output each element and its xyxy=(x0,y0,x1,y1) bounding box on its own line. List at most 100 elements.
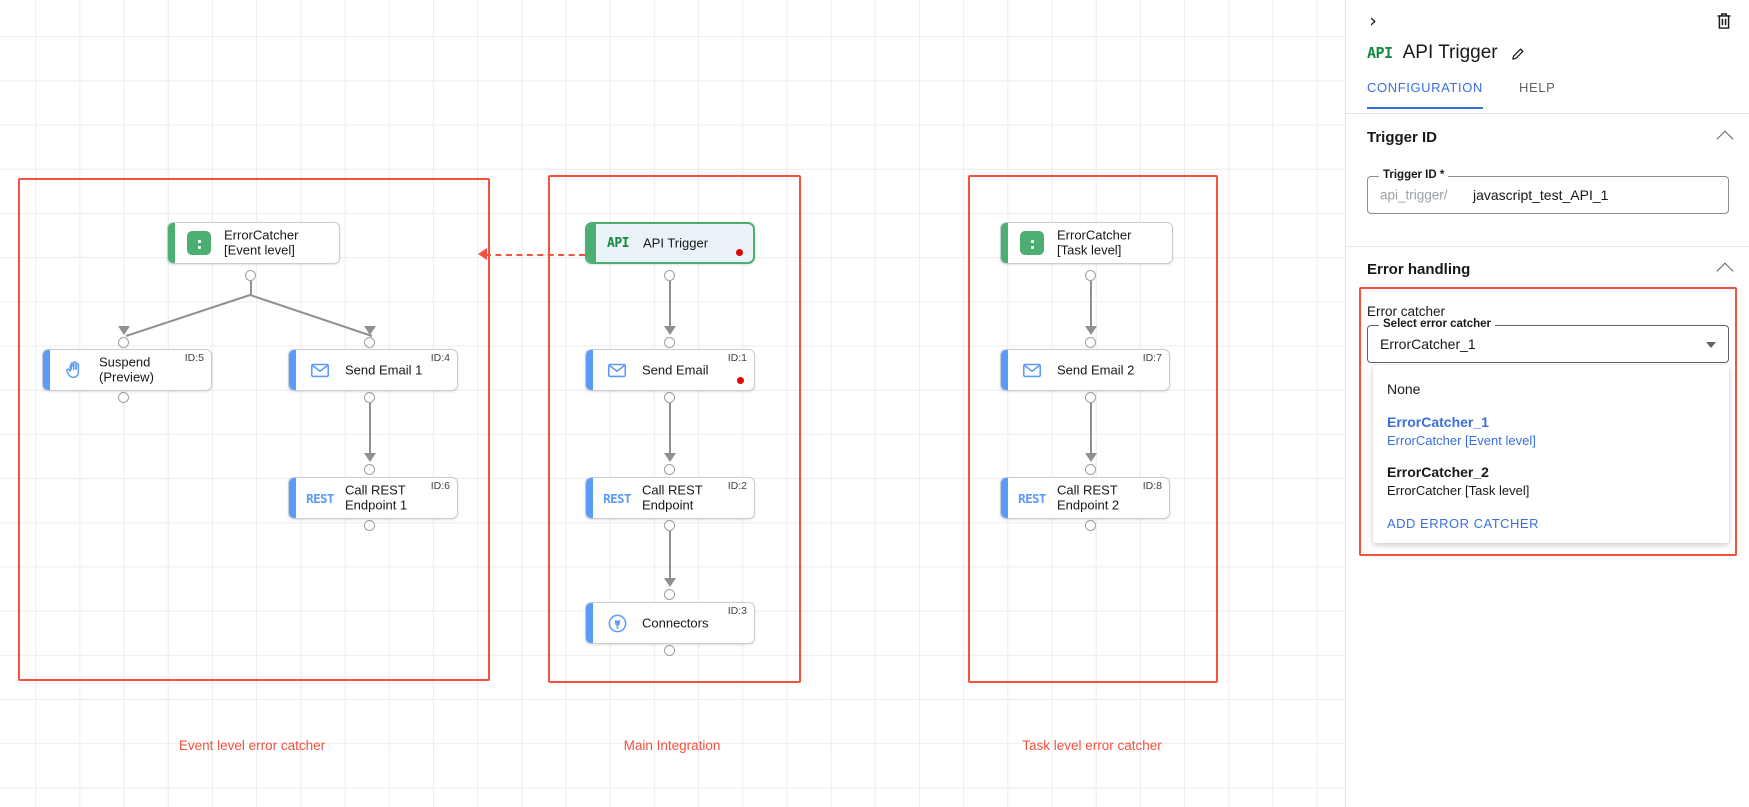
edge-email2-to-rest2 xyxy=(1090,403,1092,455)
trigger-id-field[interactable]: Trigger ID * api_trigger/ javascript_tes… xyxy=(1367,169,1729,214)
page-title: API Trigger xyxy=(1402,42,1498,63)
error-catcher-label: Error catcher xyxy=(1367,304,1446,319)
node-label: ErrorCatcher [Event level] xyxy=(224,227,299,258)
port-api-trigger-out[interactable] xyxy=(664,270,675,281)
node-errorcatcher-event[interactable]: ErrorCatcher [Event level] xyxy=(167,222,340,264)
node-label: Send Email 2 xyxy=(1057,362,1135,378)
port-send-email-2-in[interactable] xyxy=(1085,337,1096,348)
port-send-email-out[interactable] xyxy=(664,392,675,403)
node-id-badge: ID:1 xyxy=(727,352,747,364)
workflow-canvas[interactable]: Event level error catcher Main Integrati… xyxy=(0,0,1345,807)
port-send-email-in[interactable] xyxy=(664,337,675,348)
port-connectors-out[interactable] xyxy=(664,645,675,656)
node-connectors[interactable]: Connectors ID:3 xyxy=(585,602,755,644)
node-accent-bar xyxy=(43,350,50,390)
node-id-badge: ID:8 xyxy=(1142,480,1162,492)
node-accent-bar xyxy=(289,350,296,390)
collapse-panel-icon[interactable]: › xyxy=(1369,10,1377,32)
option-sublabel: ErrorCatcher [Event level] xyxy=(1387,432,1536,448)
option-label: ErrorCatcher_1 xyxy=(1387,413,1489,430)
node-accent-bar xyxy=(586,603,593,643)
node-call-rest-1[interactable]: REST Call REST Endpoint 1 ID:6 xyxy=(288,477,458,519)
trigger-id-prefix: api_trigger/ xyxy=(1380,187,1448,203)
rest-icon: REST xyxy=(603,490,631,506)
edge-email-to-rest xyxy=(669,403,671,455)
mail-icon xyxy=(604,357,630,383)
port-suspend-in[interactable] xyxy=(118,337,129,348)
node-accent-bar xyxy=(1001,350,1008,390)
mail-icon xyxy=(1019,357,1045,383)
dropdown-option-none[interactable]: None xyxy=(1373,373,1729,406)
edge-ect-to-email2 xyxy=(1090,281,1092,333)
edge-api-to-email xyxy=(669,281,671,333)
node-errorcatcher-task[interactable]: ErrorCatcher [Task level] xyxy=(1000,222,1173,264)
node-id-badge: ID:7 xyxy=(1142,352,1162,364)
node-api-trigger[interactable]: API API Trigger xyxy=(585,222,755,264)
panel-tabs: CONFIGURATION HELP xyxy=(1346,80,1749,114)
panel-title-row: API API Trigger xyxy=(1367,42,1527,64)
api-icon: API xyxy=(607,235,629,251)
section-error-handling: Error handling Error catcher Select erro… xyxy=(1346,247,1749,557)
node-call-rest-2[interactable]: REST Call REST Endpoint 2 ID:8 xyxy=(1000,477,1170,519)
group-label-task-level: Task level error catcher xyxy=(1022,738,1162,753)
trash-icon[interactable] xyxy=(1713,10,1735,32)
port-errorcatcher-event-out[interactable] xyxy=(245,270,256,281)
node-id-badge: ID:3 xyxy=(727,605,747,617)
node-accent-bar xyxy=(289,478,296,518)
port-errorcatcher-task-out[interactable] xyxy=(1085,270,1096,281)
port-call-rest-2-out[interactable] xyxy=(1085,520,1096,531)
trigger-id-input[interactable]: javascript_test_API_1 xyxy=(1473,187,1609,203)
port-connectors-in[interactable] xyxy=(664,589,675,600)
rest-icon: REST xyxy=(306,490,334,506)
node-suspend[interactable]: Suspend (Preview) ID:5 xyxy=(42,349,212,391)
port-call-rest-1-out[interactable] xyxy=(364,520,375,531)
pencil-icon[interactable] xyxy=(1510,45,1527,62)
node-accent-bar xyxy=(168,223,175,263)
node-label: API Trigger xyxy=(643,235,709,251)
panel-header: › xyxy=(1346,0,1749,42)
section-trigger-id: Trigger ID Trigger ID * api_trigger/ jav… xyxy=(1346,115,1749,247)
node-send-email[interactable]: Send Email ID:1 xyxy=(585,349,755,391)
arrow-to-call-rest xyxy=(664,453,676,462)
arrow-to-send-email-1 xyxy=(364,326,376,335)
port-send-email-1-out[interactable] xyxy=(364,392,375,403)
error-catcher-select[interactable]: Select error catcher ErrorCatcher_1 xyxy=(1367,318,1729,363)
node-send-email-2[interactable]: Send Email 2 ID:7 xyxy=(1000,349,1170,391)
dropdown-option-errorcatcher-2[interactable]: ErrorCatcher_2 ErrorCatcher [Task level] xyxy=(1373,456,1729,506)
port-send-email-1-in[interactable] xyxy=(364,337,375,348)
error-catcher-dropdown[interactable]: None ErrorCatcher_1 ErrorCatcher [Event … xyxy=(1373,365,1729,543)
mail-icon xyxy=(307,357,333,383)
dropdown-option-errorcatcher-1[interactable]: ErrorCatcher_1 ErrorCatcher [Event level… xyxy=(1373,406,1729,456)
group-label-event-level: Event level error catcher xyxy=(178,738,326,753)
tab-help[interactable]: HELP xyxy=(1519,80,1556,95)
node-accent-bar xyxy=(1001,223,1008,263)
section-trigger-id-header[interactable]: Trigger ID xyxy=(1346,115,1749,161)
arrow-to-send-email xyxy=(664,326,676,335)
add-error-catcher-button[interactable]: ADD ERROR CATCHER xyxy=(1387,515,1539,531)
port-call-rest-2-in[interactable] xyxy=(1085,464,1096,475)
node-label: ErrorCatcher [Task level] xyxy=(1057,227,1132,258)
port-call-rest-1-in[interactable] xyxy=(364,464,375,475)
section-title: Trigger ID xyxy=(1367,129,1438,146)
chevron-up-icon[interactable] xyxy=(1716,262,1734,280)
port-call-rest-in[interactable] xyxy=(664,464,675,475)
node-send-email-1[interactable]: Send Email 1 ID:4 xyxy=(288,349,458,391)
node-label: Call REST Endpoint xyxy=(642,482,703,513)
chevron-down-icon[interactable] xyxy=(1706,342,1716,348)
node-call-rest[interactable]: REST Call REST Endpoint ID:2 xyxy=(585,477,755,519)
port-call-rest-out[interactable] xyxy=(664,520,675,531)
chevron-up-icon[interactable] xyxy=(1716,130,1734,148)
tab-configuration[interactable]: CONFIGURATION xyxy=(1367,80,1483,109)
error-catcher-selected-value: ErrorCatcher_1 xyxy=(1380,336,1476,352)
node-label: Call REST Endpoint 2 xyxy=(1057,482,1120,513)
option-label: None xyxy=(1387,381,1421,397)
node-label: Suspend (Preview) xyxy=(99,354,154,385)
error-catcher-highlight xyxy=(1359,287,1737,556)
node-label: Send Email xyxy=(642,362,709,378)
section-error-handling-header[interactable]: Error handling xyxy=(1346,247,1749,293)
field-legend: Trigger ID * xyxy=(1379,169,1449,181)
port-send-email-2-out[interactable] xyxy=(1085,392,1096,403)
connectors-icon xyxy=(604,610,630,636)
port-suspend-out[interactable] xyxy=(118,392,129,403)
